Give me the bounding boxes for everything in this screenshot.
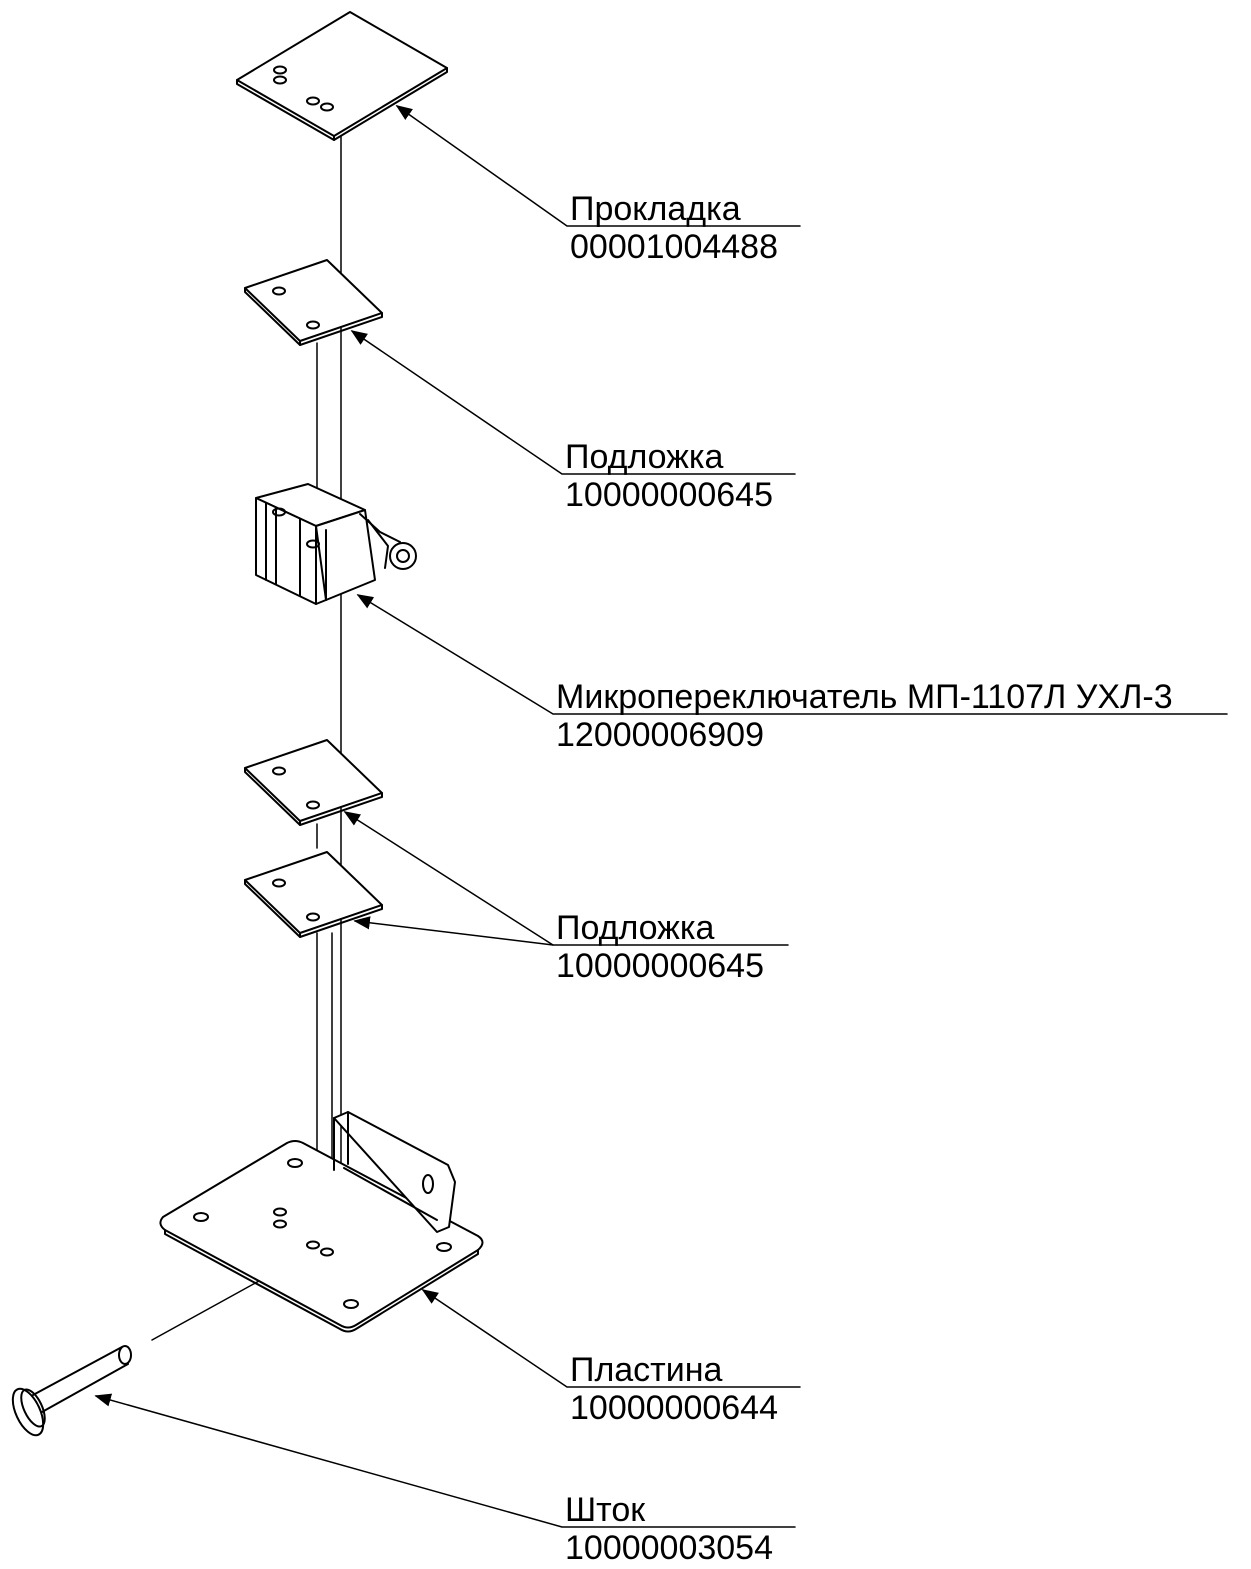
callout-microswitch-name: Микропереключатель МП-1107Л УХЛ-3 <box>556 678 1173 716</box>
callout-substrate-1-name: Подложка <box>565 438 724 476</box>
callout-gasket-name: Прокладка <box>570 190 741 228</box>
callout-base-plate-code: 10000000644 <box>570 1389 779 1427</box>
substrate-part <box>244 851 383 938</box>
leader-rod <box>94 1393 796 1528</box>
leader-substrate-1 <box>350 330 796 475</box>
substrate-part <box>244 739 383 826</box>
callout-substrate-2-name: Подложка <box>556 909 715 947</box>
base-plate-part <box>159 1111 484 1333</box>
leader-lines <box>94 105 1228 1528</box>
leader-substrate-3 <box>353 916 554 946</box>
rod-part <box>11 1345 132 1437</box>
callout-rod-name: Шток <box>565 1491 646 1529</box>
leader-gasket <box>395 105 801 227</box>
leader-base-plate <box>421 1289 801 1388</box>
leader-microswitch <box>356 594 1228 715</box>
callout-rod-code: 10000003054 <box>565 1529 774 1567</box>
callout-substrate-1-code: 10000000645 <box>565 476 774 514</box>
gasket-part <box>236 11 448 141</box>
microswitch-part <box>255 483 417 605</box>
callout-base-plate-name: Пластина <box>570 1351 723 1389</box>
callout-gasket-code: 00001004488 <box>570 228 779 266</box>
callout-microswitch-code: 12000006909 <box>556 716 765 754</box>
callout-substrate-2-code: 10000000645 <box>556 947 765 985</box>
substrate-part <box>244 259 383 346</box>
